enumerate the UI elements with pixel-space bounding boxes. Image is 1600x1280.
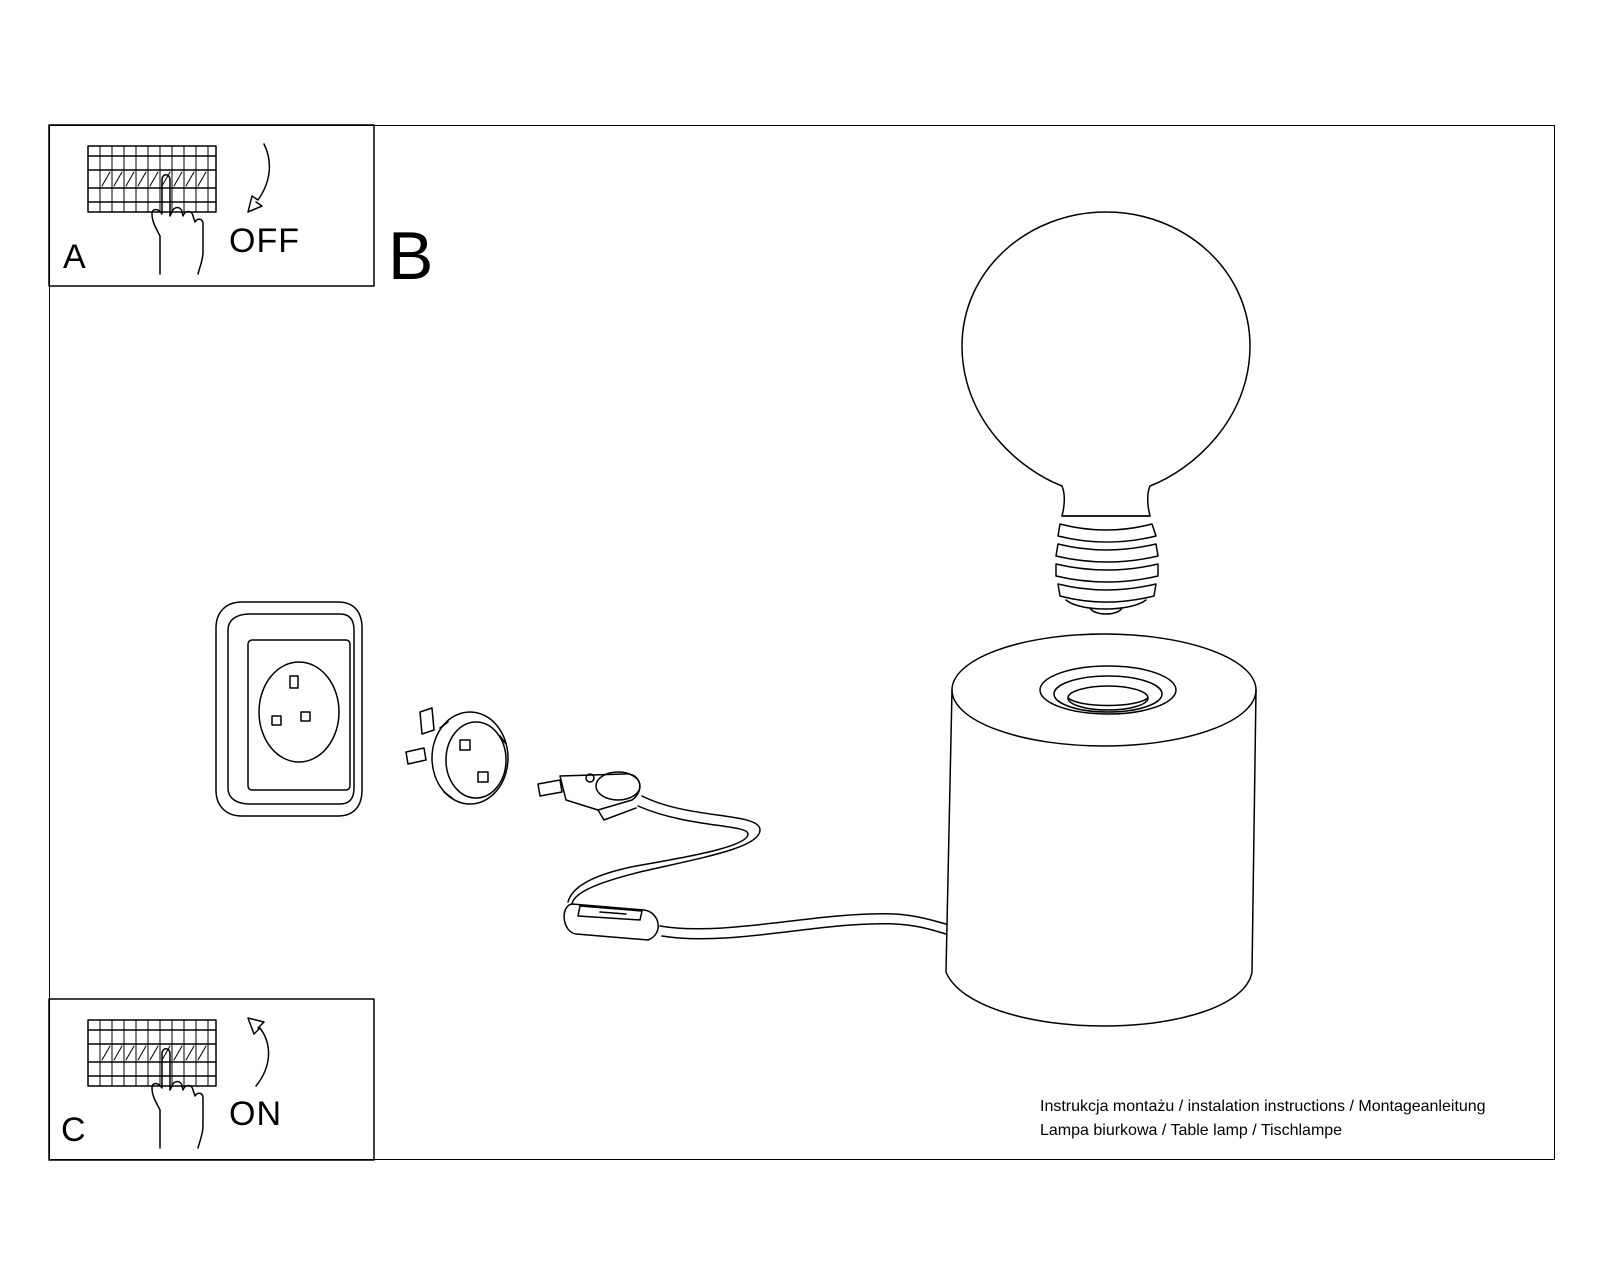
step-a-action-label: OFF [229,222,300,260]
power-cord [567,795,947,940]
inline-switch-icon [563,903,659,941]
switch-arrow-icon [247,143,271,213]
caption-line-2: Lampa biurkowa / Table lamp / Tischlampe [1040,1122,1343,1139]
wall-socket-icon [215,601,363,817]
diagram-frame [49,125,1555,1160]
plug-adapter-icon [405,707,509,805]
step-c-panel [48,998,375,1161]
step-b-label: B [388,218,434,294]
power-plug-icon [537,771,641,821]
step-a-label: A [63,238,86,276]
step-a-panel [48,124,375,287]
hand-pointer-icon [151,1048,204,1149]
lamp-base-icon [945,633,1257,1027]
light-bulb-icon [961,211,1251,615]
circuit-breaker-panel-icon [87,145,217,213]
step-c-label: C [61,1111,86,1149]
circuit-breaker-panel-icon [87,1019,217,1087]
hand-pointer-icon [151,174,204,275]
step-c-action-label: ON [229,1095,282,1133]
caption-line-1: Instrukcja montażu / instalation instruc… [1040,1098,1486,1115]
switch-arrow-icon [247,1017,270,1087]
